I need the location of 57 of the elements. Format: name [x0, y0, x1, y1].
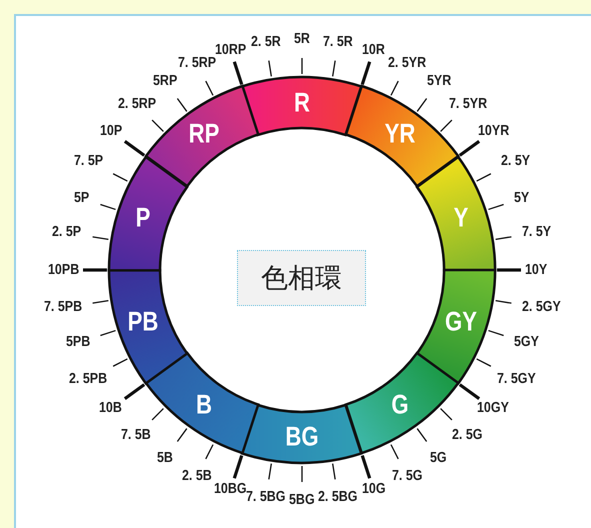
hue-letter: P [135, 204, 150, 232]
tick-label: 2. 5PB [68, 372, 107, 387]
tick-label: 10PB [48, 262, 80, 278]
hue-letter: RP [188, 120, 219, 148]
tick-label: 10GY [477, 401, 510, 416]
tick-label: 7. 5B [121, 428, 152, 443]
tick-label: 7. 5RP [178, 56, 216, 72]
hue-segment [414, 268, 497, 386]
tick-label: 7. 5P [74, 154, 104, 169]
hue-letter: G [392, 392, 410, 419]
tick-label: 2. 5G [452, 428, 483, 443]
tick-label: 2. 5YR [388, 56, 426, 72]
hue-letter: YR [385, 120, 416, 148]
hue-segment [414, 154, 497, 272]
tick-label: 5B [157, 450, 174, 466]
tick-label: 10YR [478, 124, 510, 138]
tick-label: 5GY [514, 335, 540, 350]
tick-label: 5PB [66, 335, 90, 350]
tick-label: 7. 5R [323, 34, 353, 50]
tick-label: 5P [74, 191, 90, 206]
hue-letter: B [196, 392, 212, 419]
tick-label: 7. 5YR [448, 97, 487, 112]
hue-letter: PB [127, 308, 158, 336]
hue-letter: GY [445, 308, 478, 336]
tick-label: 10B [99, 401, 122, 416]
tick-label: 7. 5BG [246, 490, 286, 506]
tick-label: 2. 5RP [118, 97, 156, 112]
tick-label: 5Y [514, 191, 530, 206]
hue-segment [344, 84, 460, 189]
tick-label: 5R [294, 32, 310, 47]
tick-label: 7. 5PB [44, 300, 82, 316]
tick-label: 7. 5GY [497, 372, 536, 387]
tick-label: 5G [430, 450, 448, 466]
tick-label: 2. 5BG [318, 490, 358, 506]
tick-label: 5RP [153, 74, 178, 90]
tick-label: 2. 5Y [500, 154, 530, 169]
tick-label: 10Y [525, 262, 548, 278]
tick-label: 10P [100, 124, 122, 138]
tick-label: 10RP [215, 42, 246, 58]
tick-label: 7. 5G [392, 468, 423, 484]
tick-label: 7. 5Y [522, 225, 552, 240]
tick-label: 5YR [426, 74, 451, 90]
hue-segment [107, 268, 190, 386]
hue-letter: BG [285, 424, 319, 451]
tick-label: 10BG [214, 482, 247, 498]
hue-letter: Y [454, 204, 469, 232]
tick-label: 2. 5R [250, 34, 281, 50]
tick-label: 10G [362, 482, 386, 498]
tick-label: 2. 5B [182, 468, 212, 484]
tick-label: 2. 5P [52, 225, 82, 240]
hue-segment [107, 154, 190, 272]
hue-letter: R [294, 89, 310, 116]
tick-label: 10R [362, 42, 385, 58]
title-box: 色相環 [237, 250, 366, 306]
tick-label: 2. 5GY [522, 300, 562, 316]
hue-segment [240, 403, 364, 465]
tick-label: 5BG [289, 493, 315, 508]
